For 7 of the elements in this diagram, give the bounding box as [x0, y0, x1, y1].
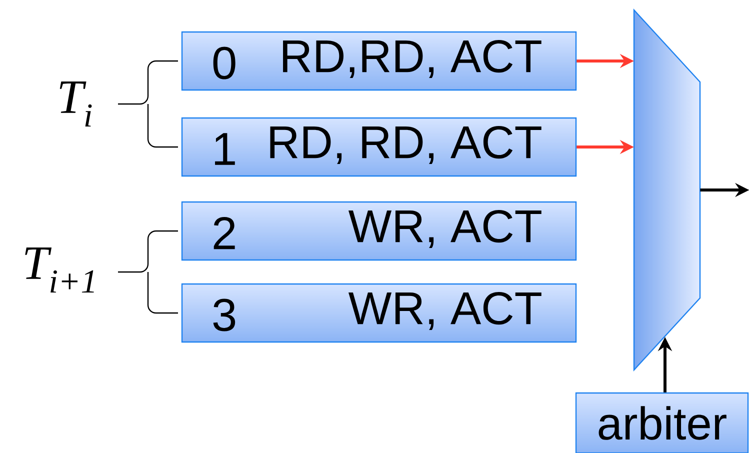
arbiter-box: arbiter	[575, 392, 749, 453]
queue-box: 1 RD, RD, ACT	[181, 117, 577, 177]
brace-label: T$_{i}$	[60, 81, 92, 127]
queue-box: 2 WR, ACT	[181, 201, 577, 261]
queue-box: 0 RD,RD, ACT	[181, 31, 577, 91]
queue-box: 3 WR, ACT	[181, 283, 577, 343]
brace-label: T$_{i+1}$	[25, 247, 94, 293]
